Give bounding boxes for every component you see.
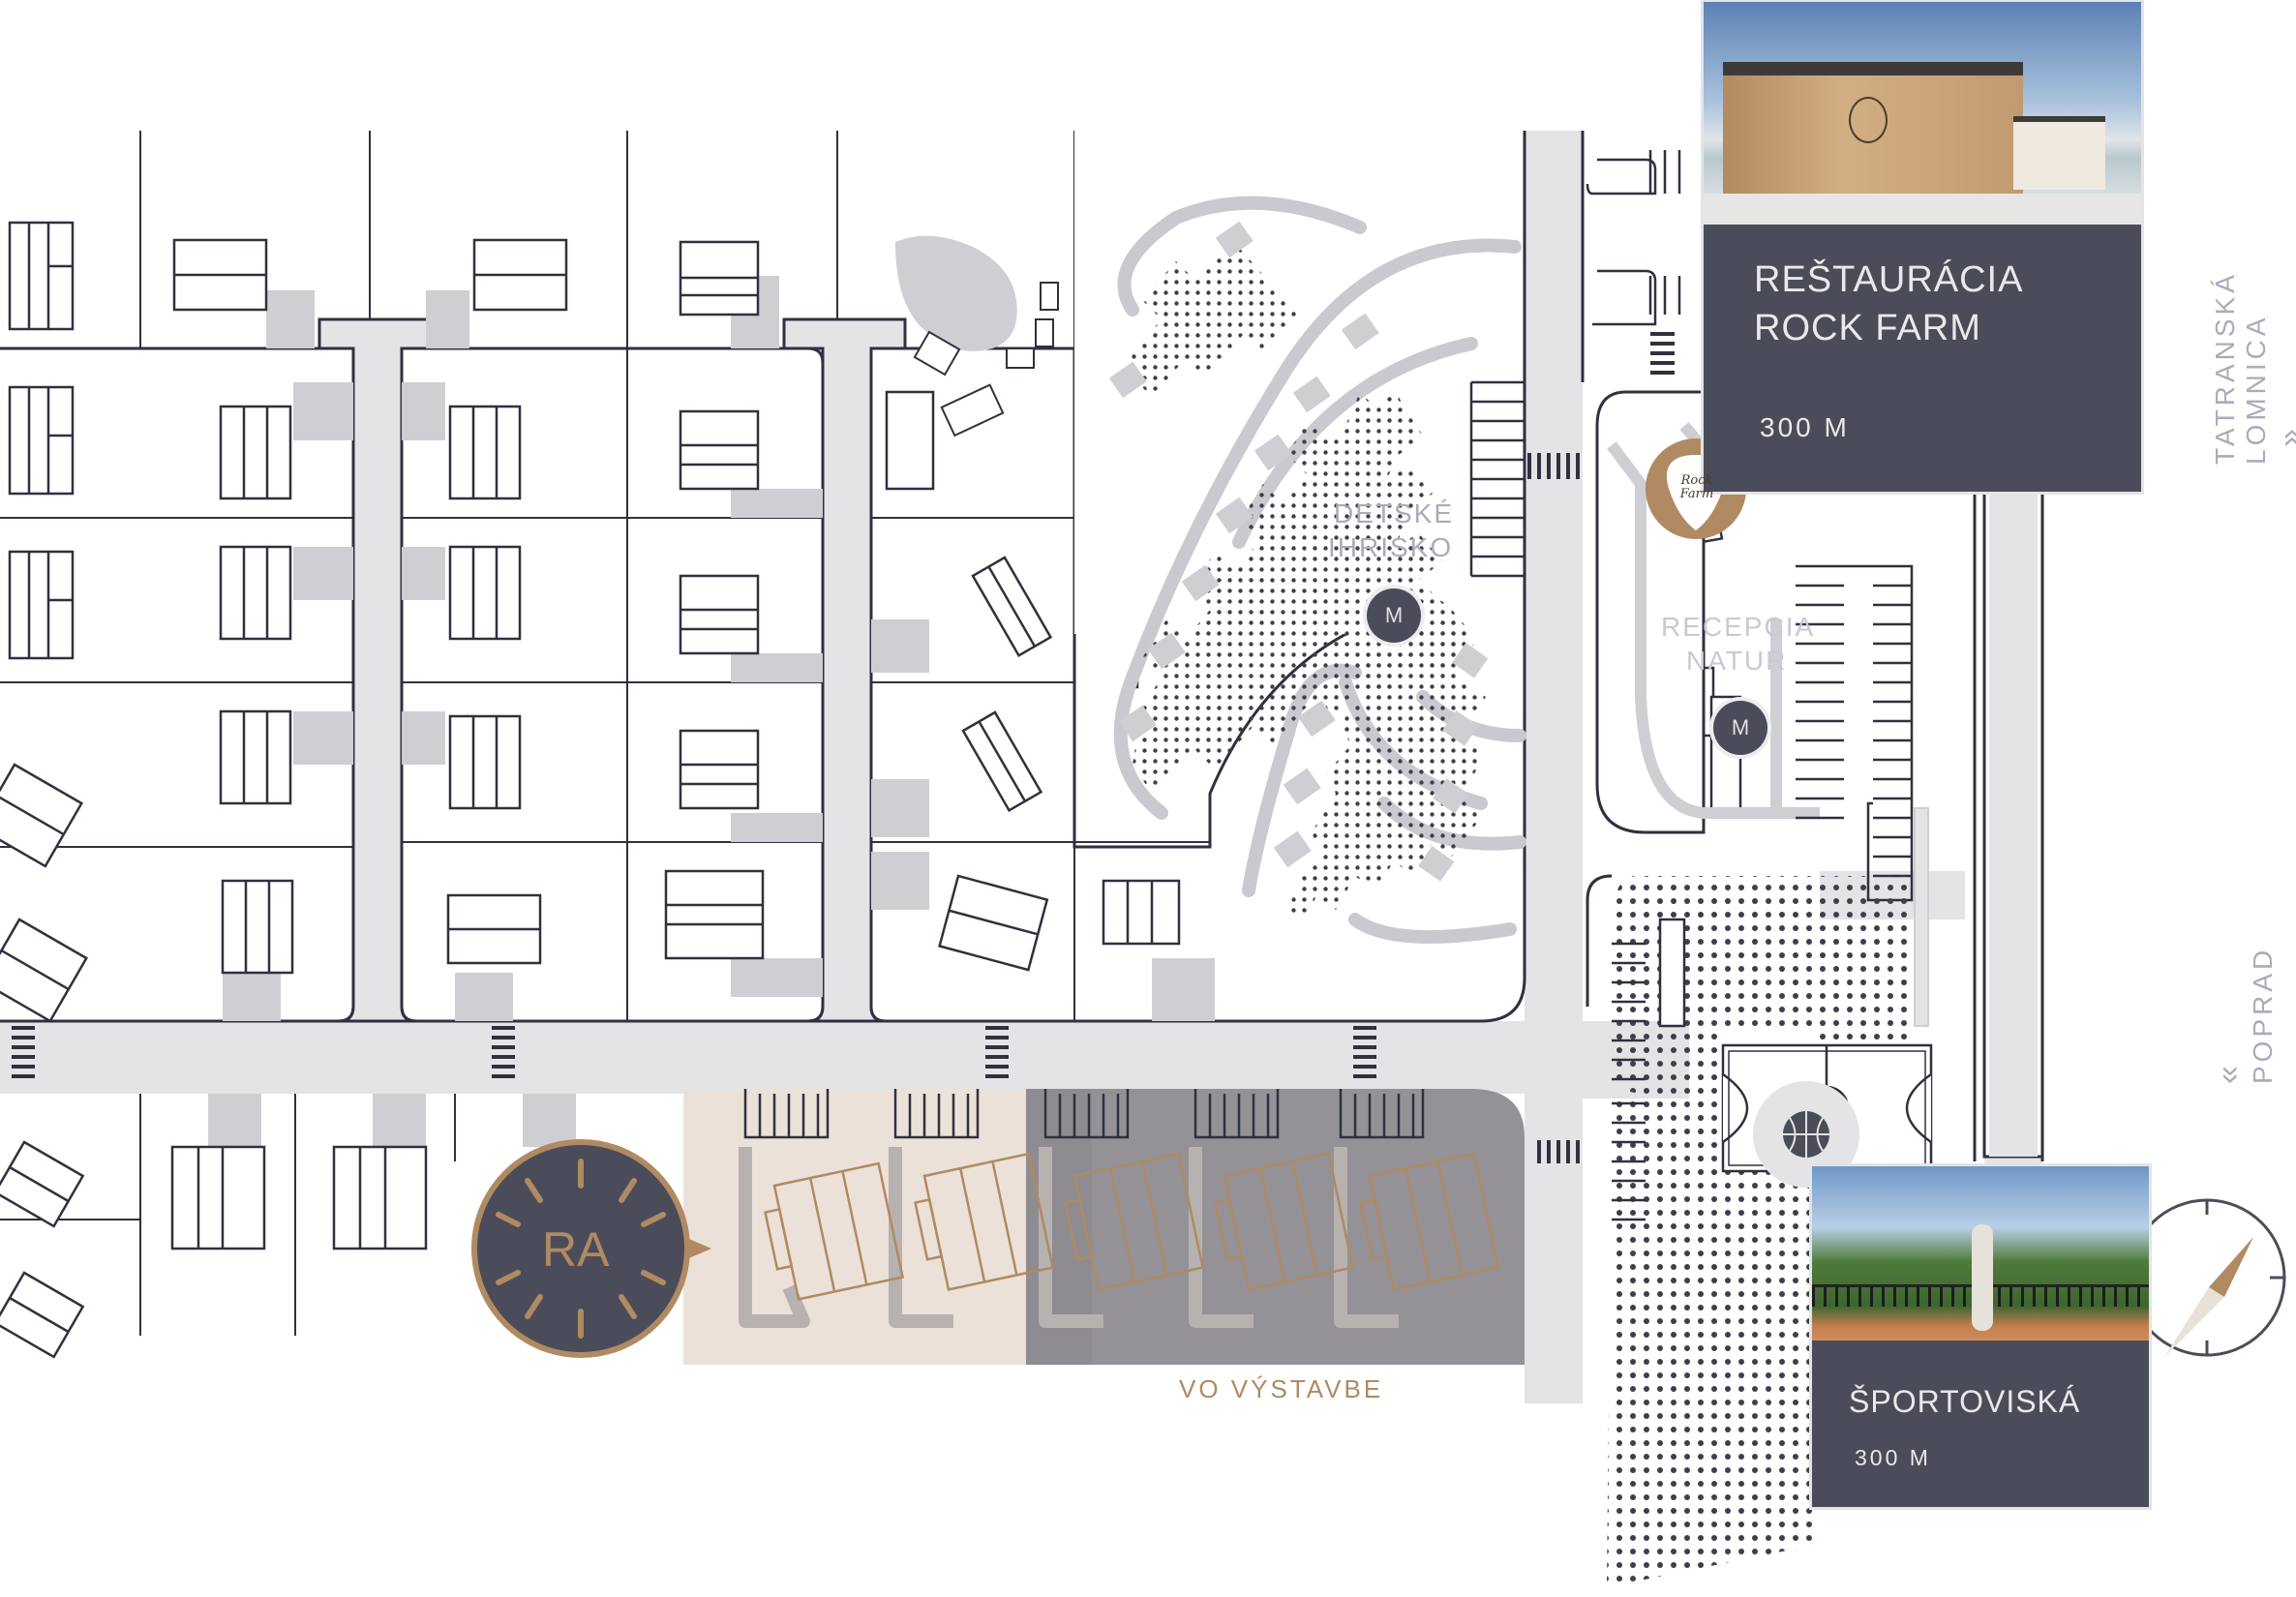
restaurant-photo <box>1704 2 2141 225</box>
map-marker-m-reception[interactable]: M <box>1713 701 1767 755</box>
reception-label-line2: NATUR <box>1686 646 1788 676</box>
compass-icon <box>2128 1198 2286 1357</box>
playground-label-line1: DETSKÉ <box>1334 498 1455 528</box>
sports-distance: 300 M <box>1855 1445 1931 1470</box>
direction-south-label: « POPRAD <box>2210 947 2279 1084</box>
restaurant-title-line1: REŠTAURÁCIA <box>1754 259 2024 300</box>
direction-south-text: POPRAD <box>2248 946 2278 1084</box>
construction-label: VO VÝSTAVBE <box>1179 1374 1384 1403</box>
ra-badge-label: RA <box>542 1222 610 1277</box>
reception-label-line1: RECEPCIA <box>1661 612 1816 642</box>
playground-label-line2: IHRISKO <box>1328 532 1454 562</box>
sports-photo <box>1812 1166 2149 1341</box>
sports-card[interactable]: ŠPORTOVISKÁ 300 M <box>1812 1166 2149 1507</box>
restaurant-distance: 300 M <box>1760 412 1850 442</box>
restaurant-title: REŠTAURÁCIA ROCK FARM <box>1754 256 2023 352</box>
direction-north-arrow-icon: » <box>2272 425 2296 447</box>
map-marker-m-playground[interactable]: M <box>1367 588 1421 643</box>
direction-south-arrow-icon: « <box>2210 1062 2247 1084</box>
direction-north-text: TATRANSKÁ LOMNICA <box>2210 271 2271 465</box>
sports-title: ŠPORTOVISKÁ <box>1849 1384 2081 1419</box>
ra-badge[interactable] <box>471 1139 711 1358</box>
restaurant-card[interactable]: REŠTAURÁCIA ROCK FARM 300 M <box>1704 2 2141 492</box>
rock-farm-logo-text: Rock Farm <box>1679 473 1714 501</box>
direction-north-label: TATRANSKÁ LOMNICA » <box>2210 271 2296 465</box>
basketball-icon <box>1753 1081 1859 1188</box>
restaurant-title-line2: ROCK FARM <box>1754 308 1981 348</box>
